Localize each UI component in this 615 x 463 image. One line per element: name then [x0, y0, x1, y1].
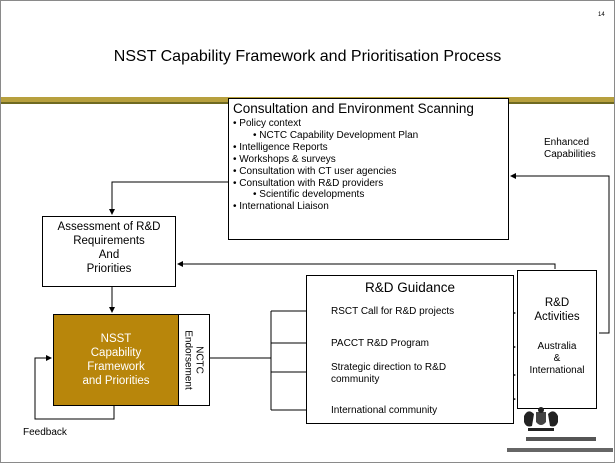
assessment-line: Assessment of R&D — [57, 221, 161, 233]
arrow-enhanced-capabilities — [510, 173, 610, 334]
coat-of-arms-icon — [524, 407, 558, 431]
feedback-label: Feedback — [23, 427, 67, 438]
guidance-item-rsct: RSCT Call for R&D projects — [331, 306, 455, 317]
region-line: Australia — [537, 341, 577, 352]
enhanced-capabilities-label: Enhanced Capabilities — [544, 137, 596, 161]
guidance-item-strategic: Strategic direction to R&D community — [331, 362, 447, 385]
nsst-line: Framework — [87, 361, 145, 373]
consultation-item: • Policy context — [233, 118, 301, 129]
page-number: 14 — [598, 12, 605, 18]
rd-guidance-box: R&D Guidance RSCT Call for R&D projects … — [306, 275, 514, 424]
region-line: & — [553, 353, 561, 364]
arrow-feedback-loop — [34, 355, 115, 420]
australian-government-wordmark — [526, 437, 596, 441]
guidance-item-paccct: PACCT R&D Program — [331, 338, 429, 349]
nsst-line: Capability — [90, 347, 142, 359]
assessment-box: Assessment of R&D Requirements And Prior… — [42, 216, 176, 287]
region-line: International — [529, 365, 585, 376]
slide-title: NSST Capability Framework and Prioritisa… — [113, 48, 502, 65]
guidance-item-international: International community — [331, 405, 438, 416]
rd-guidance-title: R&D Guidance — [364, 280, 456, 295]
rd-activities-title: R&D Activities — [518, 296, 596, 324]
consultation-item: • Consultation with R&D providers — [233, 177, 384, 189]
arrow-activities-to-assessment — [177, 261, 556, 269]
consultation-item: • International Liaison — [233, 201, 329, 213]
activities-line: Activities — [534, 311, 580, 323]
enhanced-line: Enhanced — [544, 137, 590, 148]
assessment-line: And — [98, 249, 120, 261]
rd-activities-box: R&D Activities Australia & International — [517, 270, 597, 409]
consultation-item: • Consultation with CT user agencies — [233, 165, 397, 177]
consultation-list: • Policy context • NCTC Capability Devel… — [233, 118, 504, 213]
activities-line: R&D — [544, 297, 570, 309]
consultation-box: Consultation and Environment Scanning • … — [228, 98, 509, 240]
department-wordmark — [507, 448, 613, 452]
nsst-framework-box: NSST Capability Framework and Priorities… — [53, 314, 210, 406]
nctc-endorsement-panel: NCTC Endorsement — [178, 315, 209, 405]
assessment-line: Requirements — [73, 235, 145, 247]
consultation-item: • Intelligence Reports — [233, 141, 328, 153]
consultation-subitem: • NCTC Capability Development Plan — [253, 129, 419, 141]
capabilities-line: Capabilities — [544, 149, 596, 160]
assessment-line: Priorities — [86, 263, 132, 275]
consultation-title: Consultation and Environment Scanning — [233, 101, 474, 116]
nsst-line: NSST — [100, 333, 132, 345]
nctc-endorsement-label: NCTC Endorsement — [182, 330, 205, 390]
consultation-item: • Workshops & surveys — [233, 153, 336, 165]
rd-activities-regions: Australia & International — [518, 341, 596, 377]
arrow-consultation-to-assessment — [109, 181, 228, 215]
consultation-subitem: • Scientific developments — [253, 189, 365, 201]
nsst-framework-panel: NSST Capability Framework and Priorities — [54, 315, 179, 405]
nsst-line: and Priorities — [82, 375, 150, 387]
